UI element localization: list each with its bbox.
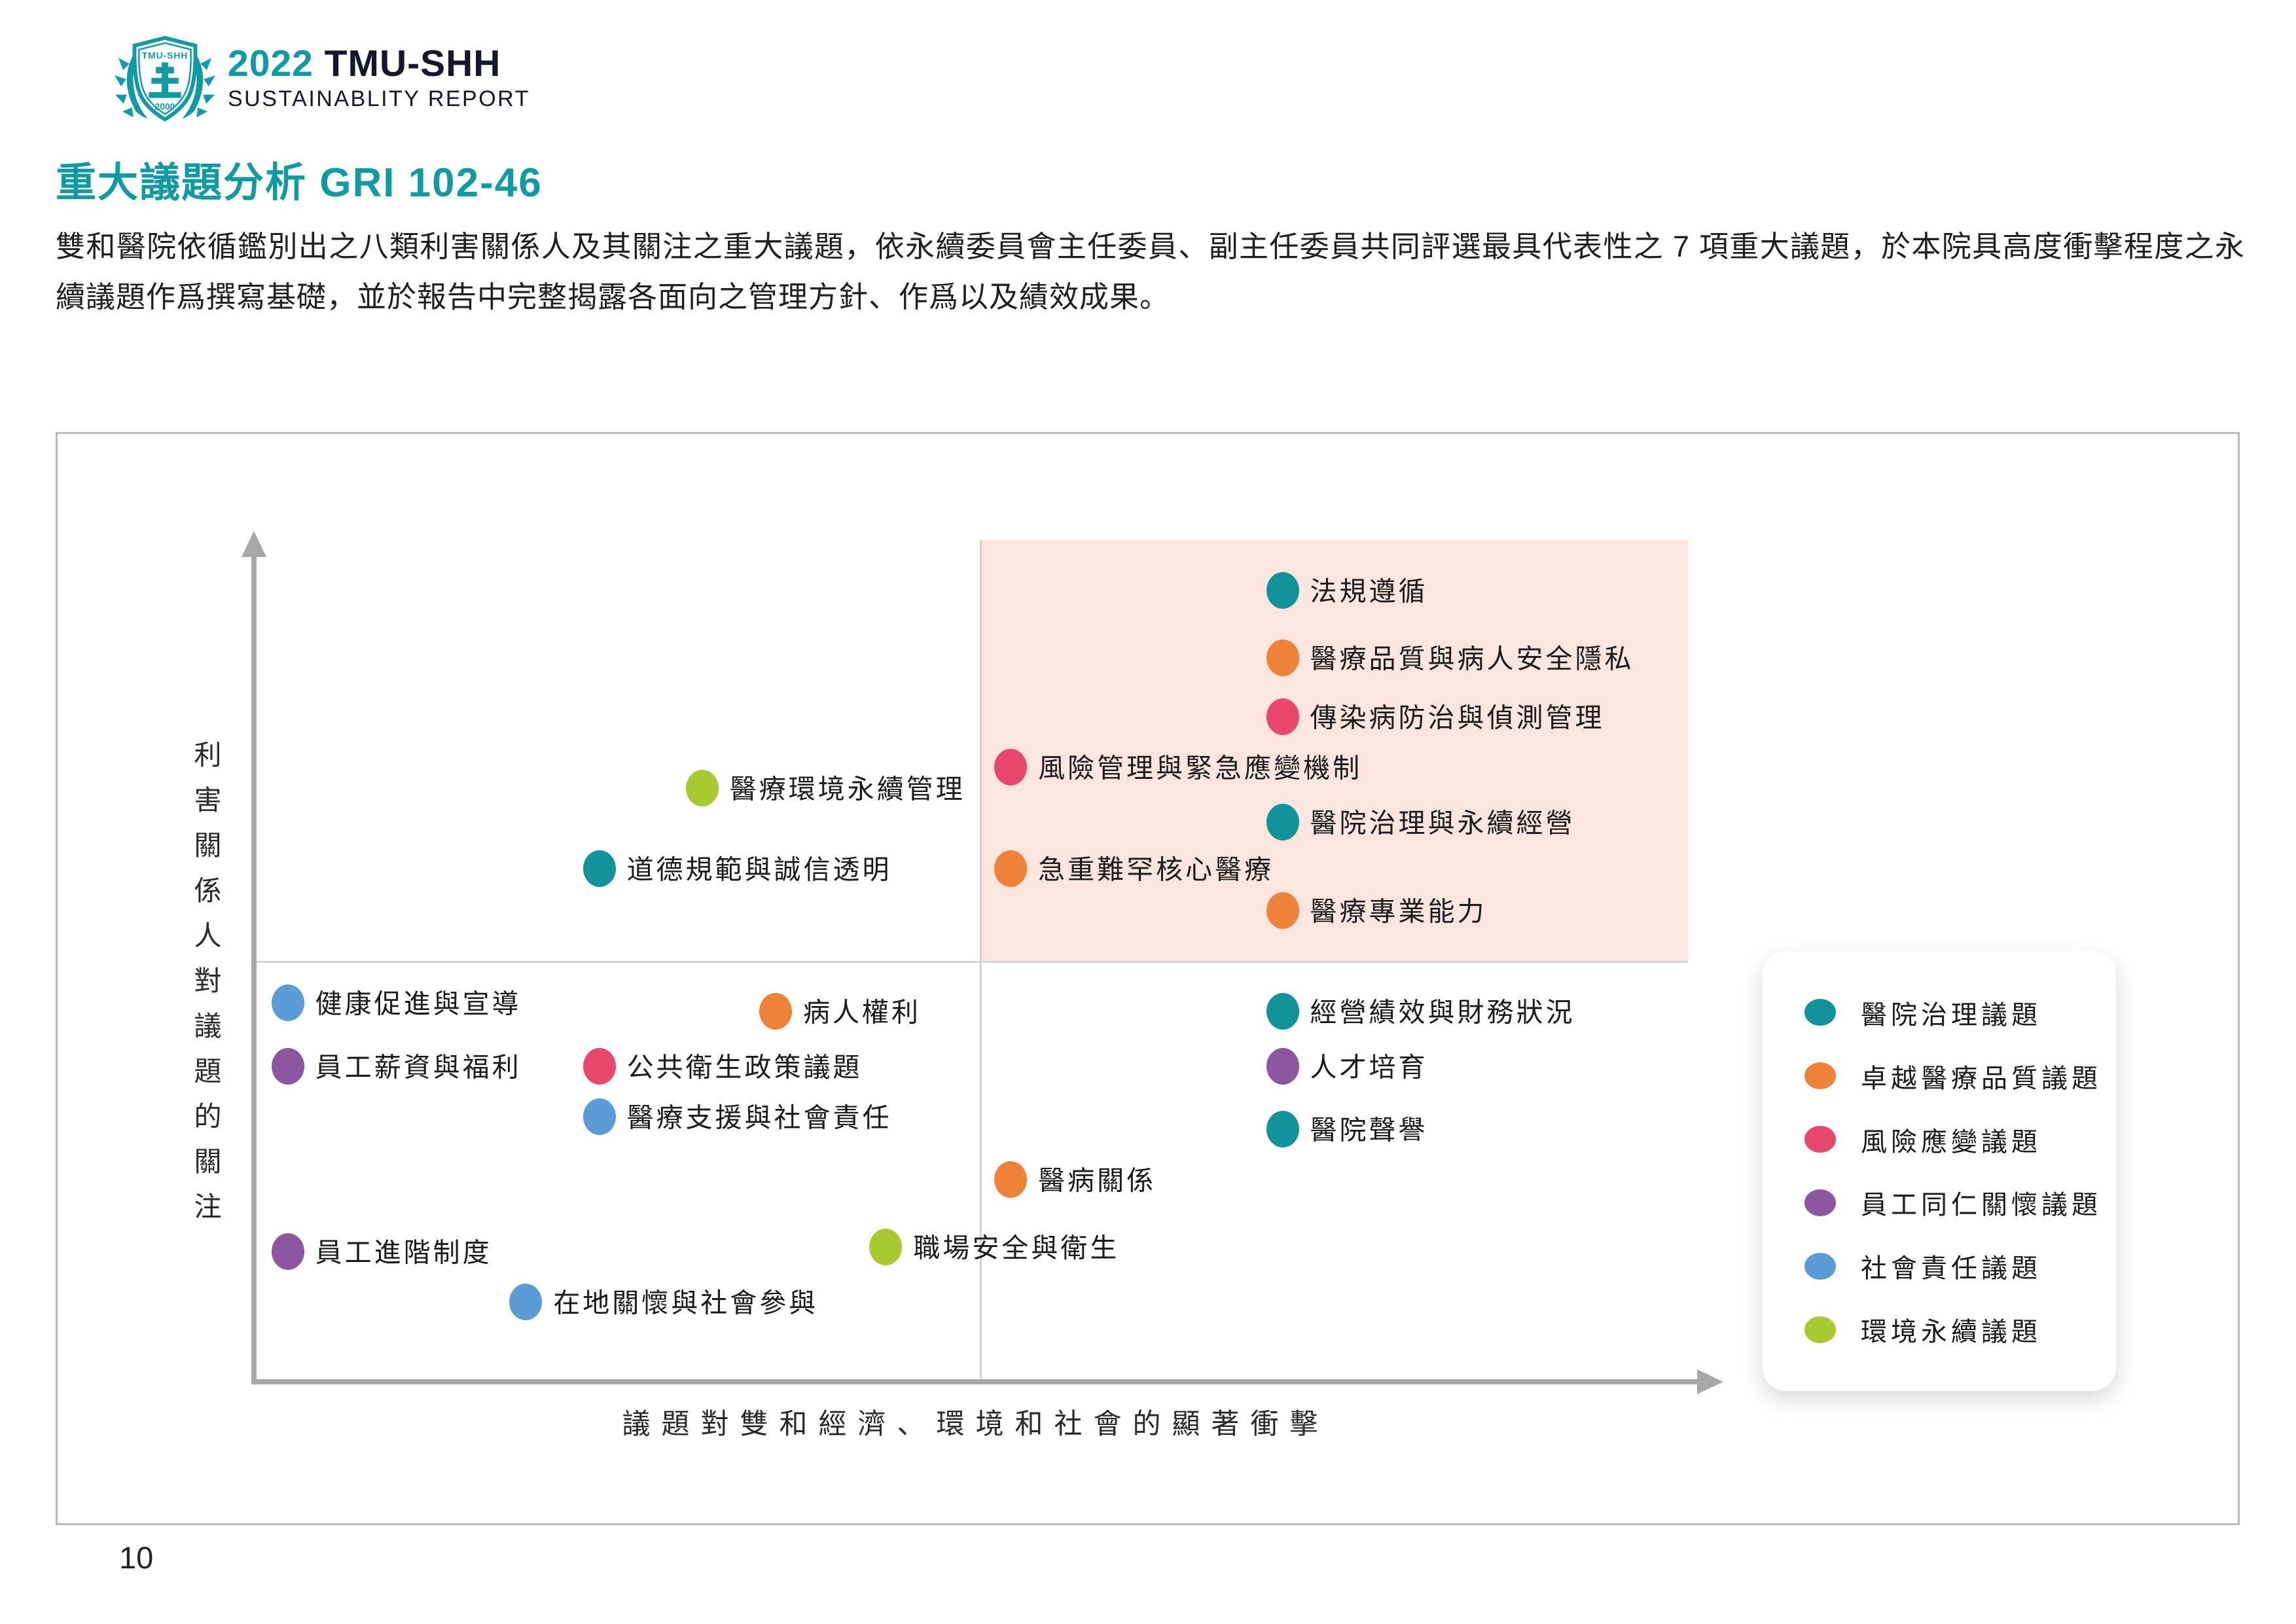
data-point-label: 醫院治理與永續經營 [1310, 808, 1575, 839]
page-title: 重大議題分析 GRI 102-46 [56, 160, 543, 206]
hospital-logo-icon: TMU-SHH 2000 [115, 35, 215, 122]
report-name: 2022 TMU-SHH [228, 43, 530, 84]
data-point-dot [1266, 572, 1299, 609]
data-point-dot [1266, 698, 1299, 736]
data-point-dot [1266, 892, 1299, 929]
data-point-label: 傳染病防治與偵測管理 [1310, 702, 1605, 733]
data-point-label: 員工進階制度 [315, 1237, 492, 1268]
legend-item-employee: 員工同仁關懷議題 [1763, 1183, 2116, 1221]
report-year: 2022 [228, 43, 314, 84]
data-point-label: 風險管理與緊急應變機制 [1038, 753, 1363, 784]
data-point-dot [1266, 1111, 1299, 1148]
data-point-label: 醫院聲譽 [1310, 1115, 1428, 1146]
report-subtitle: SUSTAINABLITY REPORT [228, 86, 530, 111]
data-point-label: 公共衛生政策議題 [626, 1052, 863, 1083]
legend-swatch-icon [1804, 1126, 1836, 1153]
intro-paragraph: 雙和醫院依循鑑別出之八類利害關係人及其關注之重大議題，依永續委員會主任委員、副主… [56, 230, 2245, 314]
data-point-label: 急重難罕核心醫療 [1038, 854, 1274, 885]
data-point-label: 道德規範與誠信透明 [626, 854, 892, 885]
legend-swatch-icon [1804, 1189, 1836, 1216]
y-axis-label: 利害關係人對議題的關注 [190, 740, 221, 1237]
data-point-label: 醫療專業能力 [1310, 896, 1487, 927]
x-axis-line [254, 1379, 1708, 1384]
data-point-dot [271, 984, 304, 1022]
data-point-dot [1266, 803, 1299, 840]
data-point-label: 人才培育 [1310, 1052, 1428, 1083]
data-point-dot [583, 850, 616, 887]
data-point-dot [509, 1283, 543, 1320]
data-point-dot [1266, 1047, 1299, 1085]
data-point-label: 在地關懷與社會參與 [553, 1288, 819, 1318]
report-org: TMU-SHH [324, 43, 501, 84]
data-point-label: 醫病關係 [1038, 1165, 1157, 1196]
legend-item-environment: 環境永續議題 [1763, 1310, 2116, 1348]
data-point-label: 醫療環境永續管理 [729, 774, 965, 804]
page-number: 10 [119, 1540, 154, 1575]
data-point-dot [271, 1233, 304, 1270]
data-point-dot [1266, 640, 1299, 677]
data-point-label: 醫療支援與社會責任 [626, 1102, 892, 1133]
legend: 醫院治理議題卓越醫療品質議題風險應變議題員工同仁關懷議題社會責任議題環境永續議題 [1763, 951, 2116, 1391]
priority-quadrant-region [980, 540, 1689, 961]
legend-label: 環境永續議題 [1861, 1318, 2041, 1347]
data-point-dot [994, 749, 1028, 786]
data-point-dot [583, 1047, 616, 1085]
legend-swatch-icon [1804, 1316, 1836, 1343]
legend-item-social: 社會責任議題 [1763, 1247, 2116, 1285]
data-point-label: 健康促進與宣導 [315, 988, 522, 1019]
data-point-dot [1266, 993, 1299, 1030]
data-point-label: 經營績效與財務狀況 [1310, 997, 1575, 1028]
svg-text:2000: 2000 [155, 101, 175, 111]
legend-item-governance: 醫院治理議題 [1763, 994, 2116, 1032]
report-brand: 2022 TMU-SHH SUSTAINABLITY REPORT [228, 43, 530, 112]
legend-label: 卓越醫療品質議題 [1861, 1064, 2102, 1093]
data-point-dot [271, 1047, 304, 1085]
legend-label: 員工同仁關懷議題 [1861, 1191, 2102, 1220]
data-point-dot [583, 1098, 616, 1135]
data-point-label: 員工薪資與福利 [315, 1052, 522, 1083]
quadrant-horizontal-divider [254, 961, 1689, 963]
x-axis-arrow-icon [1697, 1369, 1723, 1394]
data-point-dot [759, 993, 792, 1030]
legend-swatch-icon [1804, 999, 1836, 1026]
data-point-dot [994, 850, 1028, 887]
legend-label: 社會責任議題 [1861, 1254, 2041, 1284]
legend-item-risk: 風險應變議題 [1763, 1121, 2116, 1159]
svg-text:TMU-SHH: TMU-SHH [142, 50, 188, 60]
legend-swatch-icon [1804, 1062, 1836, 1090]
data-point-label: 法規遵循 [1310, 576, 1428, 607]
data-point-dot [994, 1161, 1028, 1199]
y-axis-line [251, 556, 257, 1384]
materiality-matrix-chart: 利害關係人對議題的關注 議題對雙和經濟、環境和社會的顯著衝擊 法規遵循醫療品質與… [56, 432, 2240, 1525]
x-axis-label: 議題對雙和經濟、環境和社會的顯著衝擊 [622, 1409, 1329, 1440]
data-point-dot [685, 770, 719, 807]
data-point-dot [869, 1229, 903, 1266]
data-point-label: 醫療品質與病人安全隱私 [1310, 643, 1634, 674]
data-point-label: 病人權利 [802, 997, 921, 1028]
legend-item-quality: 卓越醫療品質議題 [1763, 1057, 2116, 1095]
legend-label: 醫院治理議題 [1861, 1000, 2041, 1030]
data-point-label: 職場安全與衛生 [913, 1233, 1120, 1263]
y-axis-arrow-icon [242, 531, 266, 557]
legend-label: 風險應變議題 [1861, 1127, 2041, 1157]
legend-swatch-icon [1804, 1252, 1836, 1280]
